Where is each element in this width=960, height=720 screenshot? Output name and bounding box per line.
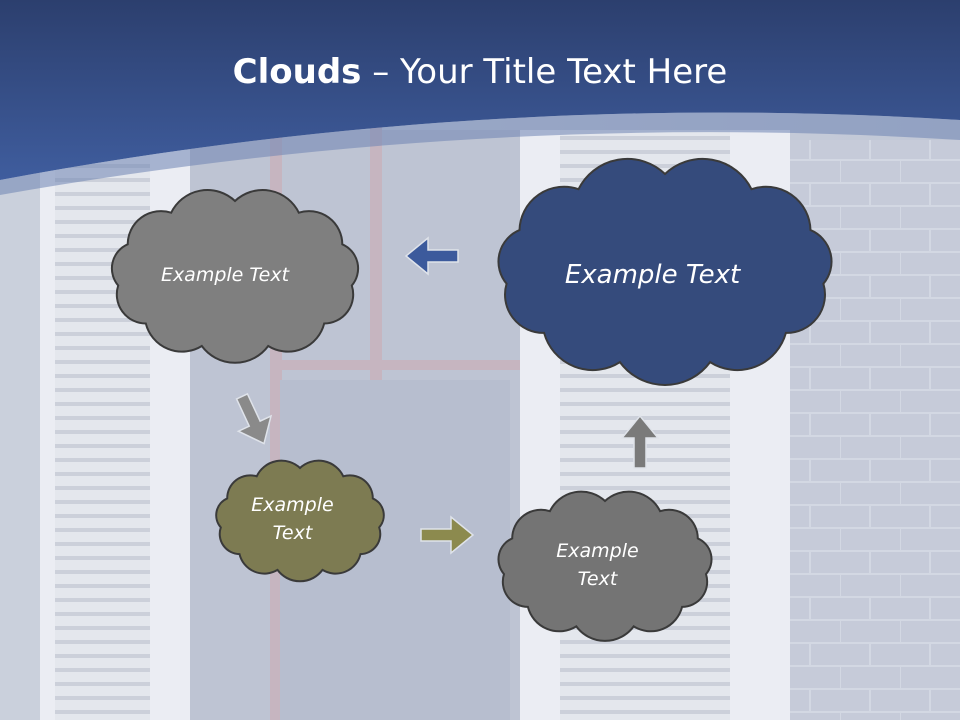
cloud-label-3: Example Text	[251, 494, 334, 544]
arrow-right-icon	[420, 515, 475, 555]
cloud-shape-3	[215, 459, 385, 583]
cloud-shape-4	[497, 490, 713, 642]
cloud-shape-1	[110, 189, 360, 364]
title-separator: –	[361, 52, 401, 92]
cloud-label-4: Example Text	[556, 540, 639, 590]
arrow-down-right-icon	[235, 392, 273, 445]
cloud-shape-2	[497, 157, 833, 386]
arrow-up-icon	[620, 414, 660, 469]
title-bold: Clouds	[232, 52, 362, 92]
cloud-label-1: Example Text	[160, 264, 290, 286]
arrow-left-icon	[404, 236, 459, 276]
cloud-label-2: Example Text	[564, 260, 741, 290]
title-banner	[0, 0, 960, 195]
slide-title: Clouds – Your Title Text Here	[0, 52, 960, 92]
title-rest: Your Title Text Here	[400, 52, 728, 92]
